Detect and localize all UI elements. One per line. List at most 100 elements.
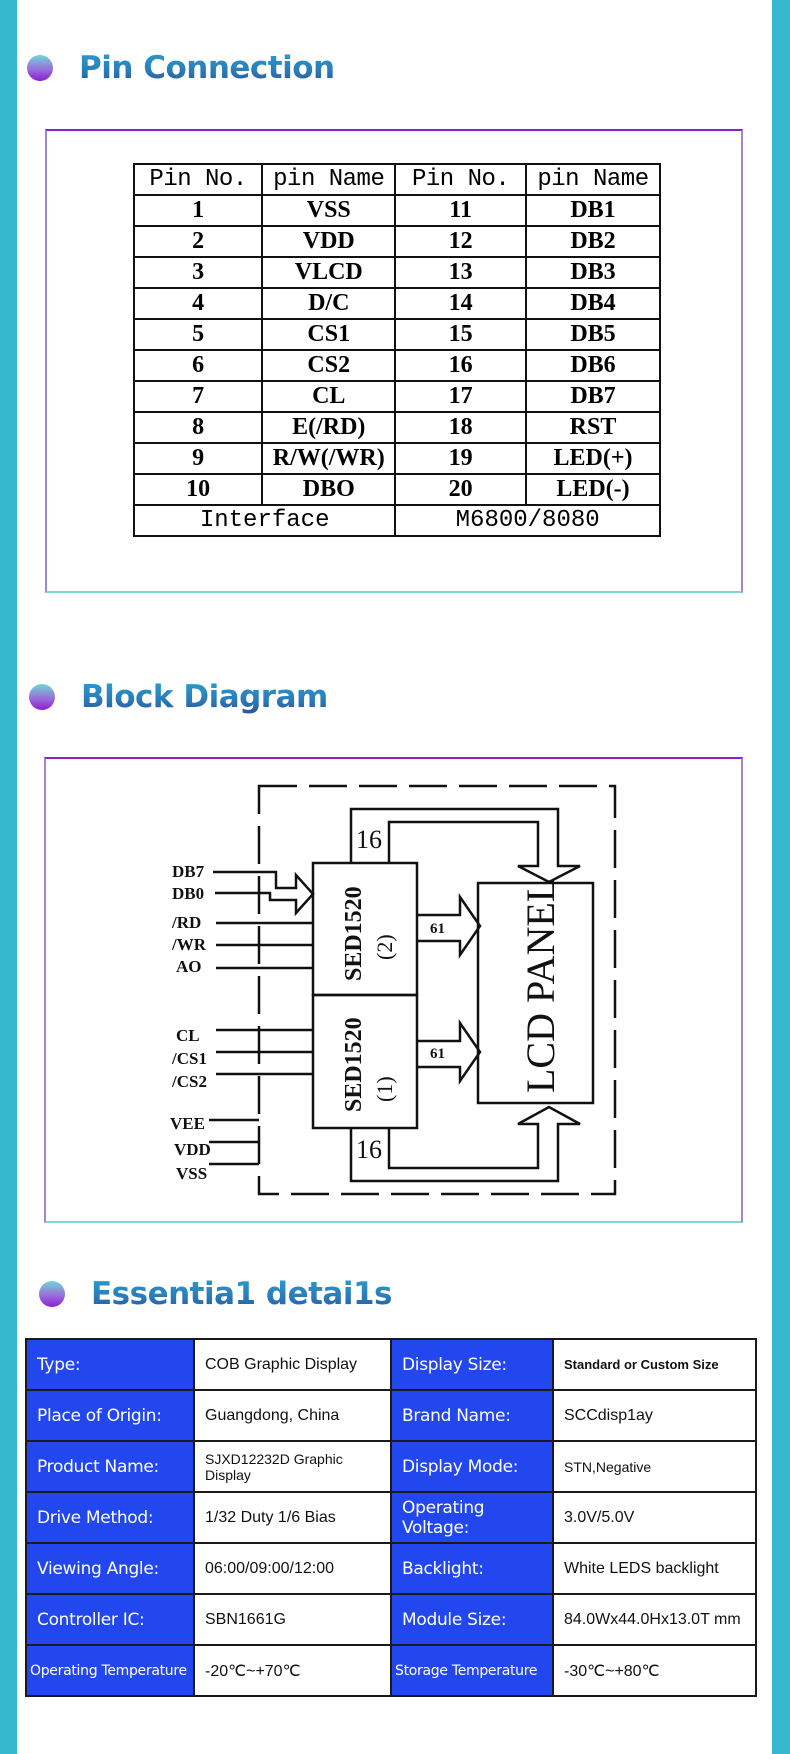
pin-number-cell: 2	[132, 225, 264, 258]
pin-name-cell: E(/RD)	[261, 411, 397, 444]
detail-value: SBN1661G	[193, 1593, 392, 1646]
pin-label: VDD	[174, 1140, 211, 1159]
pin-number-cell: 11	[394, 194, 527, 227]
detail-label: Product Name:	[25, 1440, 195, 1493]
pin-name-cell: DB1	[524, 194, 662, 227]
detail-label: Display Size:	[390, 1338, 554, 1391]
pin-name-cell: D/C	[261, 287, 397, 320]
section-title: Block Diagram	[81, 679, 328, 715]
pin-name-cell: DB2	[524, 225, 662, 258]
pin-label: /CS1	[171, 1049, 207, 1068]
detail-label: Controller IC:	[25, 1593, 195, 1646]
bus-bottom-label: 16	[356, 1135, 382, 1164]
seg-arrow-upper	[417, 892, 482, 960]
lcd-panel-label: LCD PANEL	[518, 878, 563, 1093]
detail-label: Type:	[25, 1338, 195, 1391]
pin-name-cell: DB5	[524, 318, 662, 351]
pin-number-cell: 20	[394, 473, 527, 506]
pin-number-cell: 15	[394, 318, 527, 351]
bus-top-arrow	[349, 807, 581, 884]
detail-value: -20℃~+70℃	[193, 1644, 392, 1697]
bus-top-label: 16	[356, 825, 382, 854]
pin-number-cell: 17	[394, 380, 527, 413]
pin-name-cell: R/W(/WR)	[261, 442, 397, 475]
pin-name-cell: DB4	[524, 287, 662, 320]
detail-value: COB Graphic Display	[193, 1338, 392, 1391]
pin-label: /CS2	[171, 1072, 207, 1091]
detail-label: Operating Voltage:	[390, 1491, 554, 1544]
interface-value-cell: M6800/8080	[394, 504, 661, 537]
pin-label: DB7	[172, 862, 205, 881]
pin-label: DB0	[172, 884, 204, 903]
bus-bottom-arrow	[349, 1105, 581, 1183]
interface-label-cell: Interface	[132, 504, 397, 537]
right-border-strip	[772, 0, 790, 1754]
detail-value: Guangdong, China	[193, 1389, 392, 1442]
detail-value: -30℃~+80℃	[552, 1644, 757, 1697]
pin-name-cell: CL	[261, 380, 397, 413]
data-bus-arrow	[213, 870, 315, 917]
lcd-panel-box	[476, 881, 595, 1105]
section-title: Pin Connection	[79, 50, 335, 86]
module-boundary	[257, 784, 617, 1196]
chip-upper-index: (2)	[372, 934, 397, 960]
pin-number-cell: 13	[394, 256, 527, 289]
detail-label: Storage Temperature	[390, 1644, 554, 1697]
chip-lower-name: SED1520	[341, 1017, 367, 1112]
pin-number-cell: 19	[394, 442, 527, 475]
section-header-essential-details: Essentia1 detai1s	[39, 1276, 393, 1312]
pin-name-cell: RST	[524, 411, 662, 444]
pin-label: /RD	[171, 913, 201, 932]
chip-lower-box	[311, 993, 419, 1130]
section-header-pin-connection: Pin Connection	[27, 50, 335, 86]
block-diagram-frame	[44, 757, 743, 1223]
detail-value: White LEDS backlight	[552, 1542, 757, 1595]
gradient-dot-icon	[29, 684, 55, 710]
pin-name-cell: VLCD	[261, 256, 397, 289]
pin-number-cell: 1	[132, 194, 264, 227]
detail-label: Operating Temperature	[25, 1644, 195, 1697]
pin-name-cell: VSS	[261, 194, 397, 227]
line-vdd-vss	[209, 1140, 259, 1166]
pin-name-cell: LED(-)	[524, 473, 662, 506]
pin-number-cell: 16	[394, 349, 527, 382]
pin-number-cell: 5	[132, 318, 264, 351]
detail-value: STN,Negative	[552, 1440, 757, 1493]
seg-lower-label: 61	[430, 1046, 445, 1062]
detail-label: Module Size:	[390, 1593, 554, 1646]
detail-label: Display Mode:	[390, 1440, 554, 1493]
section-header-block-diagram: Block Diagram	[29, 679, 328, 715]
detail-label: Brand Name:	[390, 1389, 554, 1442]
detail-value: 3.0V/5.0V	[552, 1491, 757, 1544]
detail-label: Place of Origin:	[25, 1389, 195, 1442]
detail-label: Drive Method:	[25, 1491, 195, 1544]
seg-upper-label: 61	[430, 921, 445, 937]
detail-value: 84.0Wx44.0Hx13.0T mm	[552, 1593, 757, 1646]
left-border-strip	[0, 0, 17, 1754]
pin-number-cell: 9	[132, 442, 264, 475]
pin-name-cell: CS2	[261, 349, 397, 382]
gradient-dot-icon	[27, 55, 53, 81]
pin-number-cell: 7	[132, 380, 264, 413]
pin-number-cell: 4	[132, 287, 264, 320]
pin-number-cell: 6	[132, 349, 264, 382]
detail-label: Viewing Angle:	[25, 1542, 195, 1595]
